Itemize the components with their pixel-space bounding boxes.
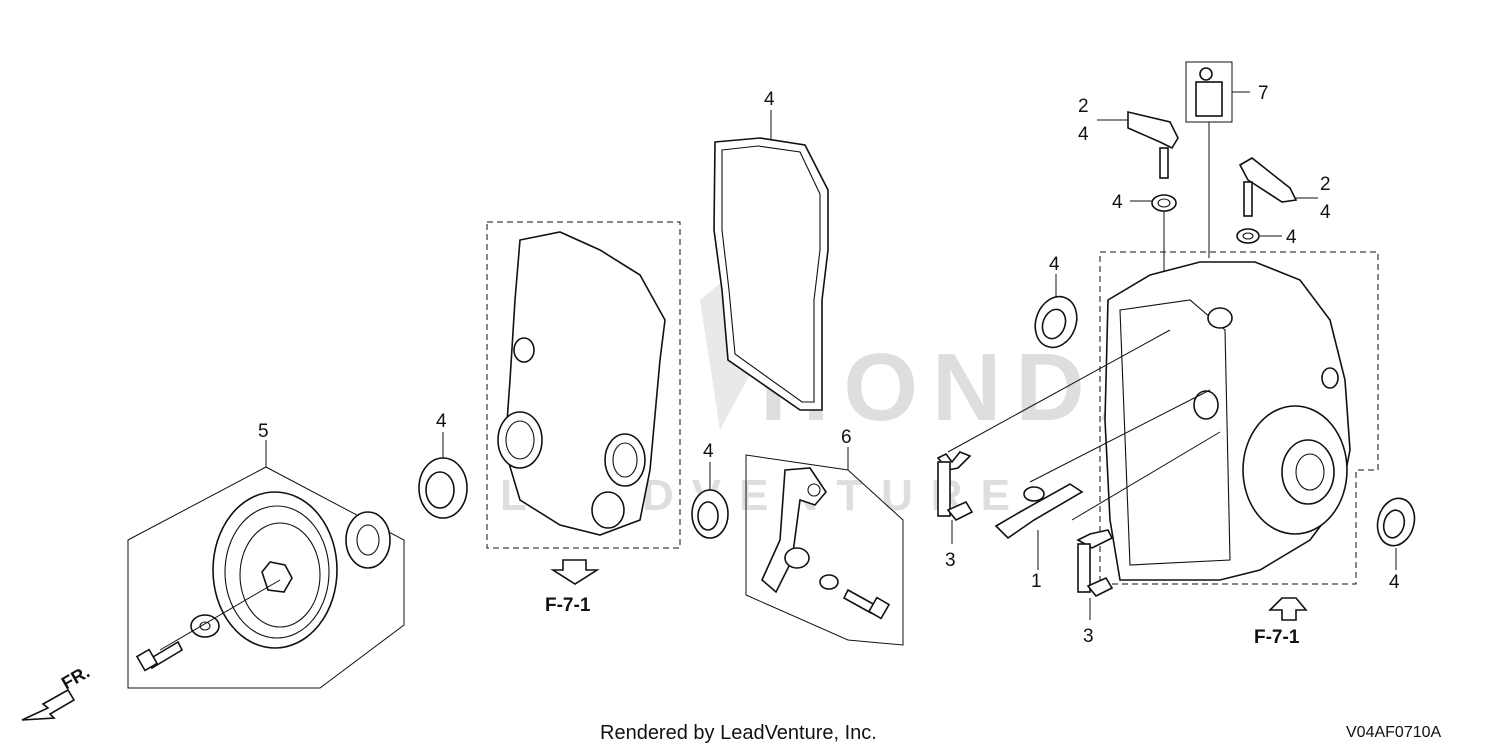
lock-plate-hole [356, 524, 380, 556]
case-shaft-hole [1193, 390, 1219, 420]
pulley-bolt-head [135, 648, 159, 672]
front-arrow-icon [21, 688, 76, 721]
pin-left-foot [946, 500, 974, 522]
slider-knob [1023, 486, 1045, 502]
fitting-body [1195, 81, 1223, 117]
pin-left: 3 [936, 451, 974, 571]
ring-top-inner [1157, 198, 1171, 208]
bracket-arm [761, 467, 827, 594]
callout-pin-right-3: 3 [1083, 626, 1094, 647]
washer [190, 614, 220, 638]
pulley-assembly: 5 [127, 421, 405, 689]
bracket-bolt-head [867, 596, 891, 620]
callout-pin-left-3: 3 [945, 550, 956, 571]
arm-right-lever [1238, 157, 1298, 203]
case-port-top [1207, 307, 1233, 329]
fitting-nipple [1199, 67, 1213, 81]
washer-hole [199, 621, 211, 631]
case-bearing [1281, 439, 1335, 505]
ring-right: 4 [1236, 227, 1297, 248]
slider-body [994, 483, 1084, 540]
slider: 1 [994, 483, 1084, 592]
callout-ring-top-4: 4 [1112, 192, 1123, 213]
arm-top-lever [1127, 110, 1179, 150]
pin-right-foot [1086, 576, 1114, 598]
case-boss-right [1321, 367, 1339, 389]
case-cover: F-7-1 [486, 221, 681, 616]
cover-port-left [497, 411, 543, 469]
pin-right-shaft [1077, 543, 1091, 593]
ref-label-right[interactable]: F-7-1 [1254, 627, 1300, 648]
front-arrow: FR. [21, 662, 93, 721]
leader-case-slider [1029, 389, 1211, 483]
callout-seal-mid-4: 4 [703, 441, 714, 462]
bracket-assembly: 6 [745, 427, 904, 646]
callout-slider-1: 1 [1031, 571, 1042, 592]
case-bearing-bore [1295, 453, 1325, 491]
callout-seal-left-4: 4 [436, 411, 447, 432]
leader-case-pin-right [1071, 431, 1221, 521]
leader-case-pin-left [947, 329, 1171, 453]
pulley-bracket-outline [127, 440, 405, 689]
callout-seal-upper-4: 4 [1049, 254, 1060, 275]
arm-right: 2 4 [1238, 157, 1331, 223]
ref-arrow-left-icon [550, 559, 600, 585]
case-cover-outline [486, 221, 681, 549]
callout-gasket-4: 4 [764, 89, 775, 110]
seal-upper-inner [1041, 308, 1067, 340]
gasket-inner [721, 145, 821, 403]
diagram-code: V04AF0710A [1346, 724, 1442, 741]
arm-top: 2 4 [1078, 96, 1179, 179]
case-cover-body [504, 231, 666, 536]
cover-port-right-inner [612, 442, 638, 478]
pin-left-shaft [937, 461, 951, 517]
pulley-inner [239, 522, 321, 628]
callout-arm-right-2: 2 [1320, 174, 1331, 195]
ref-label-left[interactable]: F-7-1 [545, 595, 591, 616]
rendered-by-credit: Rendered by LeadVenture, Inc. [600, 722, 877, 744]
arm-right-shaft [1243, 181, 1253, 217]
cover-port-bottom [591, 491, 625, 529]
ring-top: 4 [1112, 192, 1177, 290]
bracket-outline [745, 447, 904, 646]
ring-top-outer [1151, 194, 1177, 212]
gasket: 4 [713, 89, 829, 411]
ring-right-outer [1236, 228, 1260, 244]
bracket-hole [807, 483, 821, 497]
callout-fitting-7: 7 [1258, 83, 1269, 104]
oil-seal-upper: 4 [1034, 254, 1078, 349]
fitting: 7 [1185, 61, 1269, 258]
case-face [1119, 299, 1231, 566]
cover-port-right [604, 433, 646, 487]
bracket-boss [784, 547, 810, 569]
bracket-washer [819, 574, 839, 590]
seal-right-inner [1382, 509, 1406, 539]
pulley-groove [224, 505, 330, 639]
cover-port-left-inner [505, 420, 535, 460]
ref-arrow-right-icon [1268, 597, 1308, 621]
seal-left-inner [425, 471, 455, 509]
main-case: F-7-1 [1099, 251, 1379, 648]
callout-bracket-6: 6 [841, 427, 852, 448]
callout-arm-top-4: 4 [1078, 124, 1089, 145]
front-label: FR. [58, 662, 93, 694]
callout-arm-right-4: 4 [1320, 202, 1331, 223]
callout-ring-right-4: 4 [1286, 227, 1297, 248]
arm-top-shaft [1159, 147, 1169, 179]
cover-boss [513, 337, 535, 363]
lock-plate [345, 511, 391, 569]
callout-arm-top-2: 2 [1078, 96, 1089, 117]
callout-pulley-5: 5 [258, 421, 269, 442]
callout-seal-right-4: 4 [1389, 572, 1400, 593]
bolt-axis-line [159, 579, 281, 651]
oil-seal-right: 4 [1376, 497, 1416, 593]
oil-seal-mid: 4 [691, 441, 729, 539]
ring-right-inner [1242, 232, 1254, 240]
seal-mid-inner [697, 501, 719, 531]
oil-seal-left: 4 [418, 411, 468, 519]
gasket-outer [713, 137, 829, 411]
pin-right: 3 [1076, 529, 1114, 647]
pulley-hub-star [261, 561, 293, 593]
